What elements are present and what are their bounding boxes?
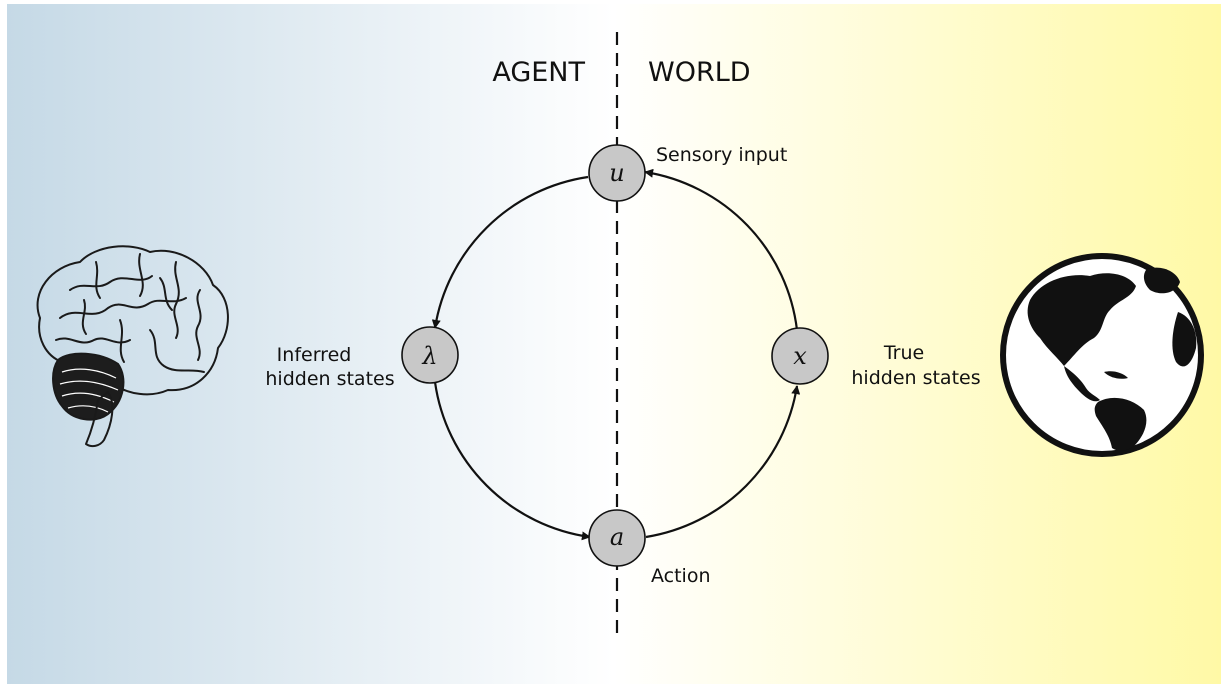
world-header: WORLD xyxy=(648,57,751,88)
node-action-symbol: a xyxy=(610,523,624,551)
node-inferred-symbol: λ xyxy=(421,342,437,370)
node-sensory-symbol: u xyxy=(609,159,624,187)
arc-sensory-to-inferred xyxy=(431,175,589,329)
arc-action-to-true xyxy=(645,385,801,539)
node-inferred-states: λ xyxy=(401,326,459,384)
true-label-line2: hidden states xyxy=(851,367,980,389)
globe-icon xyxy=(1000,253,1204,457)
inferred-label-line1: Inferred xyxy=(277,344,352,366)
brain-icon xyxy=(36,245,229,448)
sensory-input-label: Sensory input xyxy=(656,144,787,166)
arc-inferred-to-action xyxy=(433,381,591,541)
true-label-line1: True xyxy=(883,342,924,364)
arc-true-to-sensory xyxy=(644,168,799,331)
inferred-label-line2: hidden states xyxy=(265,368,394,390)
node-sensory-input: u xyxy=(588,144,646,202)
node-true-states: x xyxy=(771,327,829,385)
node-action: a xyxy=(588,509,646,567)
node-true-symbol: x xyxy=(793,342,807,370)
action-label: Action xyxy=(651,565,711,587)
agent-header: AGENT xyxy=(492,57,585,88)
